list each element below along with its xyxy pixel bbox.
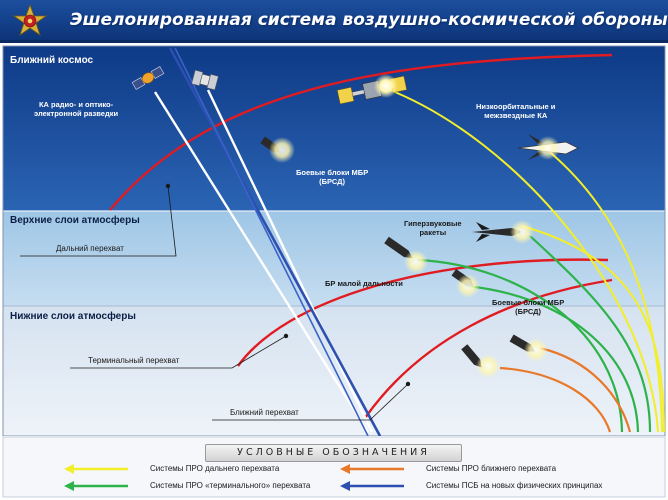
warhead-burst-lower: [456, 274, 480, 298]
label-low-orbit-sats: Низкоорбитальные и межзвездные КА: [476, 102, 556, 120]
new-physics-beam-2: [174, 47, 369, 437]
near-intercept-arc: [364, 278, 613, 419]
terminal-leader-dot: [283, 333, 289, 339]
terminal-intercept-arc: [237, 258, 609, 367]
header-divider: [0, 40, 668, 43]
near-space-zone: [3, 46, 665, 211]
legend-arrow-terminal: [64, 481, 128, 491]
long-range-intercept-arc: [109, 53, 613, 211]
zone-label-upper-atmosphere: Верхние слои атмосферы: [10, 215, 140, 226]
legend-item-near: Системы ПРО ближнего перехвата: [426, 464, 557, 473]
warhead-burst-space: [269, 137, 295, 163]
legend-item-long-range: Системы ПРО дальнего перехвата: [150, 464, 280, 473]
near-leader-dot: [405, 381, 411, 387]
near-leader: [212, 383, 409, 421]
terminal-trajectory-3: [529, 235, 652, 433]
legend-arrow-near: [340, 464, 404, 474]
label-recon-satellites: КА радио- и оптико- электронной разведки: [34, 100, 119, 118]
beam-to-recon-sat-2: [206, 89, 374, 433]
shuttle-burst: [536, 136, 560, 160]
label-terminal-intercept: Терминальный перехват: [88, 356, 180, 365]
near-trajectory-1: [499, 366, 612, 433]
legend-item-terminal: Системы ПРО «терминального» перехвата: [150, 481, 311, 490]
near-trajectory-2: [539, 346, 632, 433]
terminal-trajectory-1: [417, 258, 624, 433]
legend-arrow-new-physics: [340, 481, 404, 491]
long-range-trajectory-1: [384, 87, 659, 433]
recon-satellite-1-icon: [131, 66, 165, 90]
warhead-lower-2-burst: [476, 354, 500, 378]
legend-item-new-physics: Системы ПСБ на новых физических принципа…: [426, 481, 603, 490]
long-range-leader-dot: [165, 183, 171, 189]
bm-burst: [404, 250, 428, 274]
page-title: Эшелонированная система воздушно-космиче…: [70, 10, 668, 30]
long-range-trajectory-2: [544, 147, 663, 433]
label-icbm-warheads-space: Боевые блоки МБР (БРСД): [296, 168, 369, 186]
legend-arrow-long-range: [64, 464, 128, 474]
terminal-trajectory-2: [465, 284, 640, 433]
label-short-range-bm: БР малой дальности: [325, 279, 403, 288]
beam-to-recon-sat-1: [153, 91, 370, 433]
label-long-range-intercept: Дальний перехват: [56, 244, 124, 253]
label-hypersonic: Гиперзвуковые ракеты: [404, 219, 462, 237]
lower-atmosphere-zone: [3, 306, 665, 436]
warhead-lower-3-burst: [524, 338, 548, 362]
short-range-bm-icon: [384, 236, 413, 259]
legend-header: УСЛОВНЫЕ ОБОЗНАЧЕНИЯ: [205, 444, 462, 462]
long-range-trajectory-3: [521, 225, 665, 433]
zone-label-lower-atmosphere: Нижние слои атмосферы: [10, 311, 136, 322]
long-range-leader: [20, 185, 177, 257]
hypersonic-missile-icon: [472, 222, 522, 242]
eagle-emblem-icon: [12, 3, 48, 37]
terminal-leader: [70, 335, 287, 369]
recon-satellite-2-icon: [191, 69, 219, 91]
label-near-intercept: Ближний перехват: [230, 408, 299, 417]
new-physics-beam-1: [168, 47, 382, 437]
label-icbm-warheads-lower: Боевые блоки МБР (БРСД): [492, 298, 565, 316]
header-band: [0, 0, 668, 40]
zone-label-near-space: Ближний космос: [10, 55, 94, 66]
warhead-lower-2-icon: [461, 344, 482, 368]
station-burst: [374, 74, 398, 98]
hypersonic-burst: [510, 220, 534, 244]
